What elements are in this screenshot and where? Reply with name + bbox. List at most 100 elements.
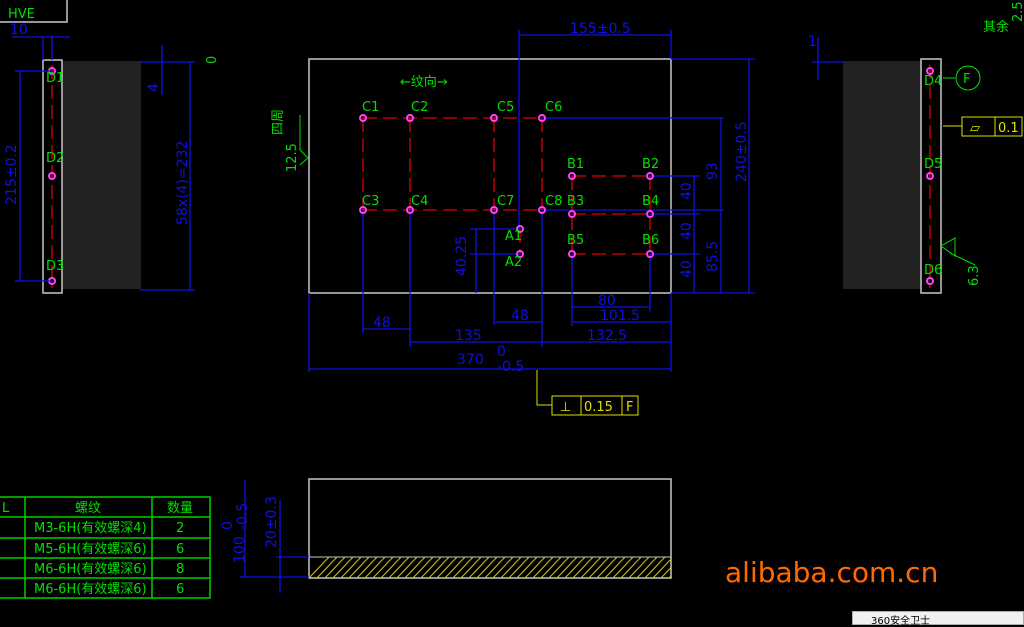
hole-marker xyxy=(490,114,498,122)
hatch-line xyxy=(420,556,442,579)
hole-label: A1 xyxy=(505,229,522,244)
flatness-icon: ▱ xyxy=(970,121,980,136)
dim-text: 4 xyxy=(146,83,162,92)
hatch-line xyxy=(468,556,490,579)
hatch-line xyxy=(340,556,362,579)
hole-label: C2 xyxy=(411,100,428,115)
dim-text: 93 xyxy=(705,162,721,180)
dim-text: 100 xyxy=(232,536,248,563)
hole-label: B6 xyxy=(642,233,659,248)
tolerance-value: 0.1 xyxy=(998,121,1019,136)
hatch-line xyxy=(460,556,482,579)
left-side-view: D1 D2 D3 10 215±0.2 58x(4)=232 0 4 xyxy=(4,22,220,294)
dim-text: 20±0.3 xyxy=(264,496,280,548)
fins-right xyxy=(843,61,921,289)
hole-label: A2 xyxy=(505,255,522,270)
roughness-value: 6.3 xyxy=(967,265,982,286)
hatch-line xyxy=(604,556,626,579)
table-cell: 6 xyxy=(176,542,184,557)
hatch-line xyxy=(404,556,426,579)
hole-marker xyxy=(568,250,576,258)
hole-label: D5 xyxy=(924,157,942,172)
hole-label: B1 xyxy=(567,157,584,172)
fins-left xyxy=(62,61,141,289)
roughness-note: 四周 xyxy=(271,109,286,135)
dim-text: 40 xyxy=(679,182,695,200)
hatch-line xyxy=(620,556,642,579)
hatch-line xyxy=(492,556,514,579)
hole-marker xyxy=(646,172,654,180)
hatch-line xyxy=(412,556,434,579)
hole-label: C8 xyxy=(545,194,562,209)
hatch-line xyxy=(628,556,650,579)
table-header: 数量 xyxy=(167,501,193,516)
hole-label: D1 xyxy=(46,71,64,86)
hatch-line xyxy=(652,558,672,579)
dim-text: -0.5 xyxy=(497,359,524,375)
hatch-line xyxy=(484,556,506,579)
dim-text: 135 xyxy=(455,328,482,344)
hatch-line xyxy=(508,556,530,579)
dim-text: 215±0.2 xyxy=(4,144,20,205)
popup-title: 360安全卫士 xyxy=(871,616,931,627)
title-block-fragment: HVE xyxy=(0,0,68,23)
perpendicularity-icon: ⊥ xyxy=(560,400,571,415)
table-cell: M5-6H(有效螺深6) xyxy=(34,542,147,557)
grain-direction-label: ←纹向→ xyxy=(400,74,448,90)
dim-text: 48 xyxy=(373,315,391,331)
hole-marker xyxy=(490,206,498,214)
hole-marker xyxy=(568,172,576,180)
dim-text: 132.5 xyxy=(587,328,627,344)
dim-text: 240±0.5 xyxy=(734,121,750,182)
dim-text: 40.25 xyxy=(454,236,470,276)
hatch-line xyxy=(660,567,672,579)
hole-marker xyxy=(406,114,414,122)
hatch-line xyxy=(348,556,370,579)
dim-text: 40 xyxy=(679,260,695,278)
hatch-line xyxy=(588,556,610,579)
table-header: L xyxy=(2,501,10,516)
table-cell: 6 xyxy=(176,582,184,597)
hole-label: D4 xyxy=(924,74,942,89)
hatch-line xyxy=(516,556,538,579)
hole-marker xyxy=(516,225,524,233)
table-cell: M3-6H(有效螺深4) xyxy=(34,521,147,536)
roughness-value: 12.5 xyxy=(285,143,300,172)
dim-text: 58x(4)=232 xyxy=(175,141,191,225)
hatch-line xyxy=(380,556,402,579)
bottom-view: 100 0 -0.5 20±0.3 xyxy=(220,478,672,593)
title-text: HVE xyxy=(8,7,35,22)
hole-label: B3 xyxy=(567,194,584,209)
hatch-line xyxy=(444,556,466,579)
hatch-line xyxy=(548,556,570,579)
thread-table: L 螺纹 数量 M3-6H(有效螺深4) 2 M5-6H(有效螺深6) 6 M6… xyxy=(0,496,211,599)
dim-text: 155±0.5 xyxy=(570,21,631,37)
hole-marker xyxy=(568,210,576,218)
table-cell: 8 xyxy=(176,562,184,577)
dim-text: 370 xyxy=(457,352,484,368)
watermark-text: alibaba.com.cn xyxy=(725,556,939,589)
hole-label: C3 xyxy=(362,194,379,209)
dim-text: 85.5 xyxy=(705,241,721,272)
hole-marker xyxy=(516,250,524,258)
table-header: 螺纹 xyxy=(75,501,101,516)
hole-marker xyxy=(538,114,546,122)
hatch-line xyxy=(580,556,602,579)
hatch-line xyxy=(316,556,338,579)
hatch-line xyxy=(356,556,378,579)
front-view: ←纹向→ 12.5 四周 C1 C2 C5 C6 C3 C4 C7 C8 B1 … xyxy=(271,21,755,416)
hatch-line xyxy=(564,556,586,579)
roughness-value: 2.5 xyxy=(1011,1,1024,22)
hatch-line xyxy=(396,556,418,579)
perpendicularity-frame: ⊥ 0.15 F xyxy=(536,370,639,416)
dim-text: 0 xyxy=(220,521,236,530)
hole-label: C4 xyxy=(411,194,428,209)
hole-label: B2 xyxy=(642,157,659,172)
dim-text: -0.5 xyxy=(235,503,251,530)
popup-notification[interactable]: 360安全卫士 xyxy=(852,611,1024,627)
hole-marker xyxy=(359,206,367,214)
hole-label: C5 xyxy=(497,100,514,115)
hatch-line xyxy=(324,556,346,579)
hatch-line xyxy=(500,556,522,579)
